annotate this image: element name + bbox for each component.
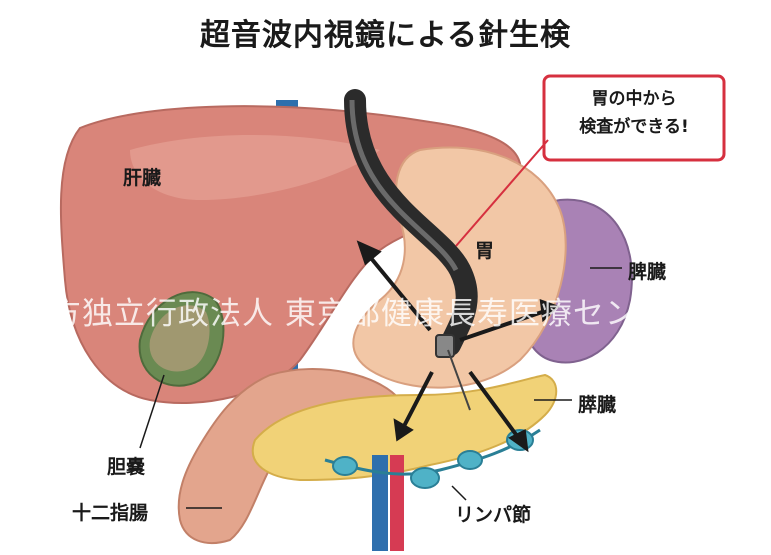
page-title: 超音波内視鏡による針生検: [0, 10, 771, 54]
callout-line-1: 胃の中から: [546, 85, 722, 113]
lymph-node-1: [333, 457, 357, 475]
lymph-node-3: [458, 451, 482, 469]
label-duodenum: 十二指腸: [72, 498, 148, 525]
endoscope-tip: [436, 335, 454, 357]
artery-lower: [390, 455, 404, 551]
label-stomach: 胃: [475, 236, 494, 263]
label-spleen: 脾臓: [628, 257, 666, 284]
label-lymph-node: リンパ節: [455, 500, 531, 527]
watermark: 地方独立行政法人 東京都健康長寿医療センター: [18, 288, 701, 333]
label-gallbladder: 胆嚢: [107, 452, 145, 479]
vein-lower: [372, 455, 388, 551]
label-pancreas: 膵臓: [578, 390, 616, 417]
label-liver: 肝臓: [123, 163, 161, 190]
lymph-node-2: [411, 468, 439, 488]
callout-line-2: 検査ができる!: [546, 113, 722, 141]
